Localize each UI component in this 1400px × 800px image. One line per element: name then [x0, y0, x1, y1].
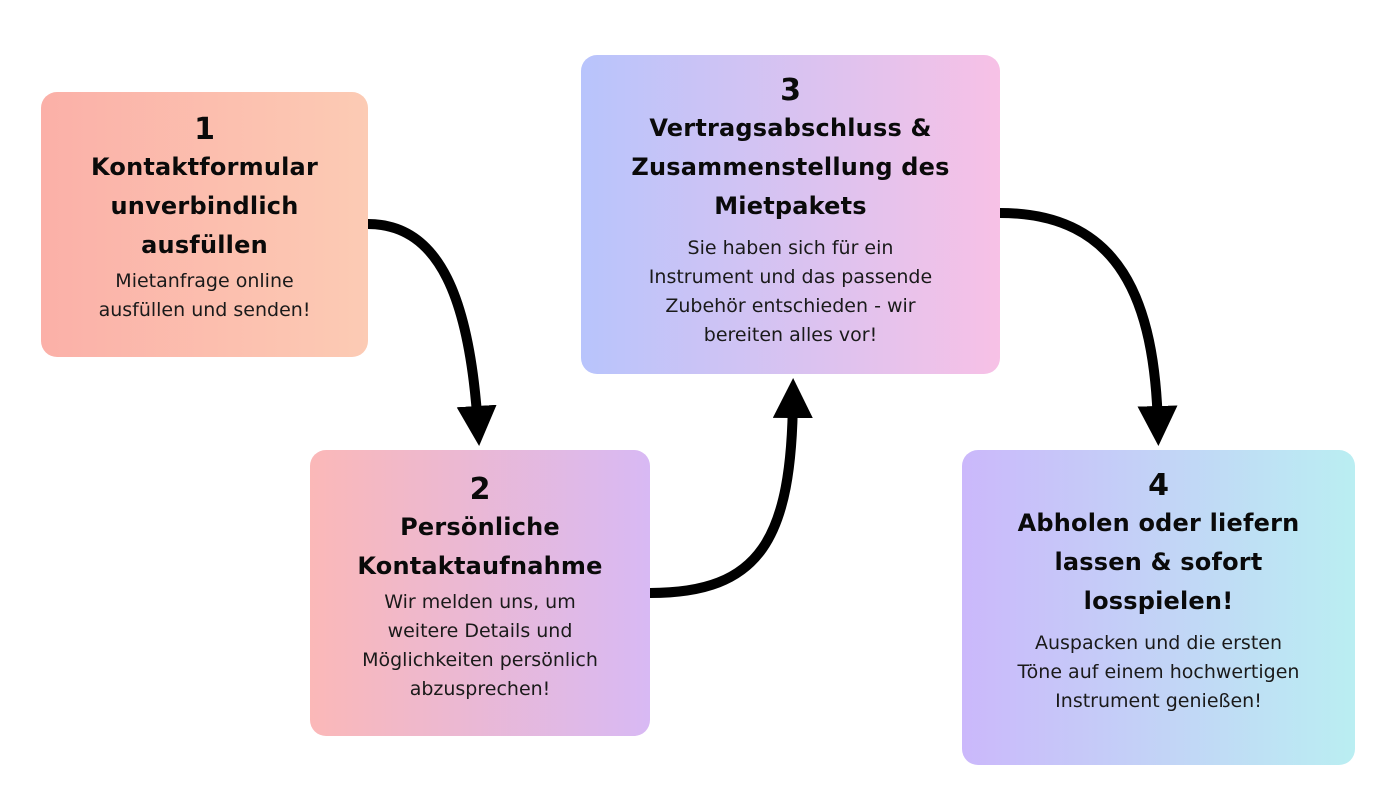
step-title-line: Persönliche	[400, 513, 560, 541]
step-description-line: weitere Details und	[387, 620, 573, 642]
step-description-line: Sie haben sich für ein	[687, 237, 894, 259]
step-title-line: Mietpakets	[714, 192, 867, 220]
step-title-line: Vertragsabschluss &	[649, 114, 932, 142]
step-description-line: Instrument genießen!	[1055, 690, 1262, 712]
step-description-line: Auspacken und die ersten	[1034, 632, 1283, 654]
step-title-line: Zusammenstellung des	[631, 153, 950, 181]
step-2-box: 2 Persönliche Kontaktaufnahme Wir melden…	[310, 450, 650, 736]
step-number: 1	[194, 112, 215, 147]
step-number: 4	[1148, 468, 1169, 503]
step-description-line: Wir melden uns, um	[384, 591, 576, 613]
step-title-line: unverbindlich	[110, 192, 299, 220]
step-title-line: Kontaktaufnahme	[357, 552, 603, 580]
step-description-line: abzusprechen!	[409, 678, 551, 700]
step-title-line: losspielen!	[1083, 587, 1234, 615]
step-title-line: Kontaktformular	[91, 153, 318, 181]
step-title-line: Abholen oder liefern	[1017, 509, 1300, 537]
step-4-box: 4 Abholen oder liefern lassen & sofort l…	[962, 450, 1355, 765]
step-description-line: Töne auf einem hochwertigen	[1017, 661, 1300, 683]
step-3-box: 3 Vertragsabschluss & Zusammenstellung d…	[581, 55, 1000, 374]
step-1-box: 1 Kontaktformular unverbindlich ausfülle…	[41, 92, 368, 357]
step-description-line: Zubehör entschieden - wir	[665, 295, 916, 317]
step-description-line: Mietanfrage online	[115, 270, 294, 292]
step-number: 2	[469, 472, 491, 507]
step-title-line: ausfüllen	[141, 231, 268, 259]
arrow-step1-to-step2	[363, 219, 497, 446]
step-title-line: lassen & sofort	[1054, 548, 1263, 576]
step-description-line: Instrument und das passende	[648, 266, 933, 288]
step-description-line: ausfüllen und senden!	[98, 299, 311, 321]
step-description-line: Möglichkeiten persönlich	[362, 649, 598, 671]
step-description-line: bereiten alles vor!	[703, 324, 878, 346]
arrow-step3-to-step4	[995, 208, 1178, 446]
step-number: 3	[780, 73, 801, 108]
arrow-step2-to-step3	[645, 378, 813, 598]
